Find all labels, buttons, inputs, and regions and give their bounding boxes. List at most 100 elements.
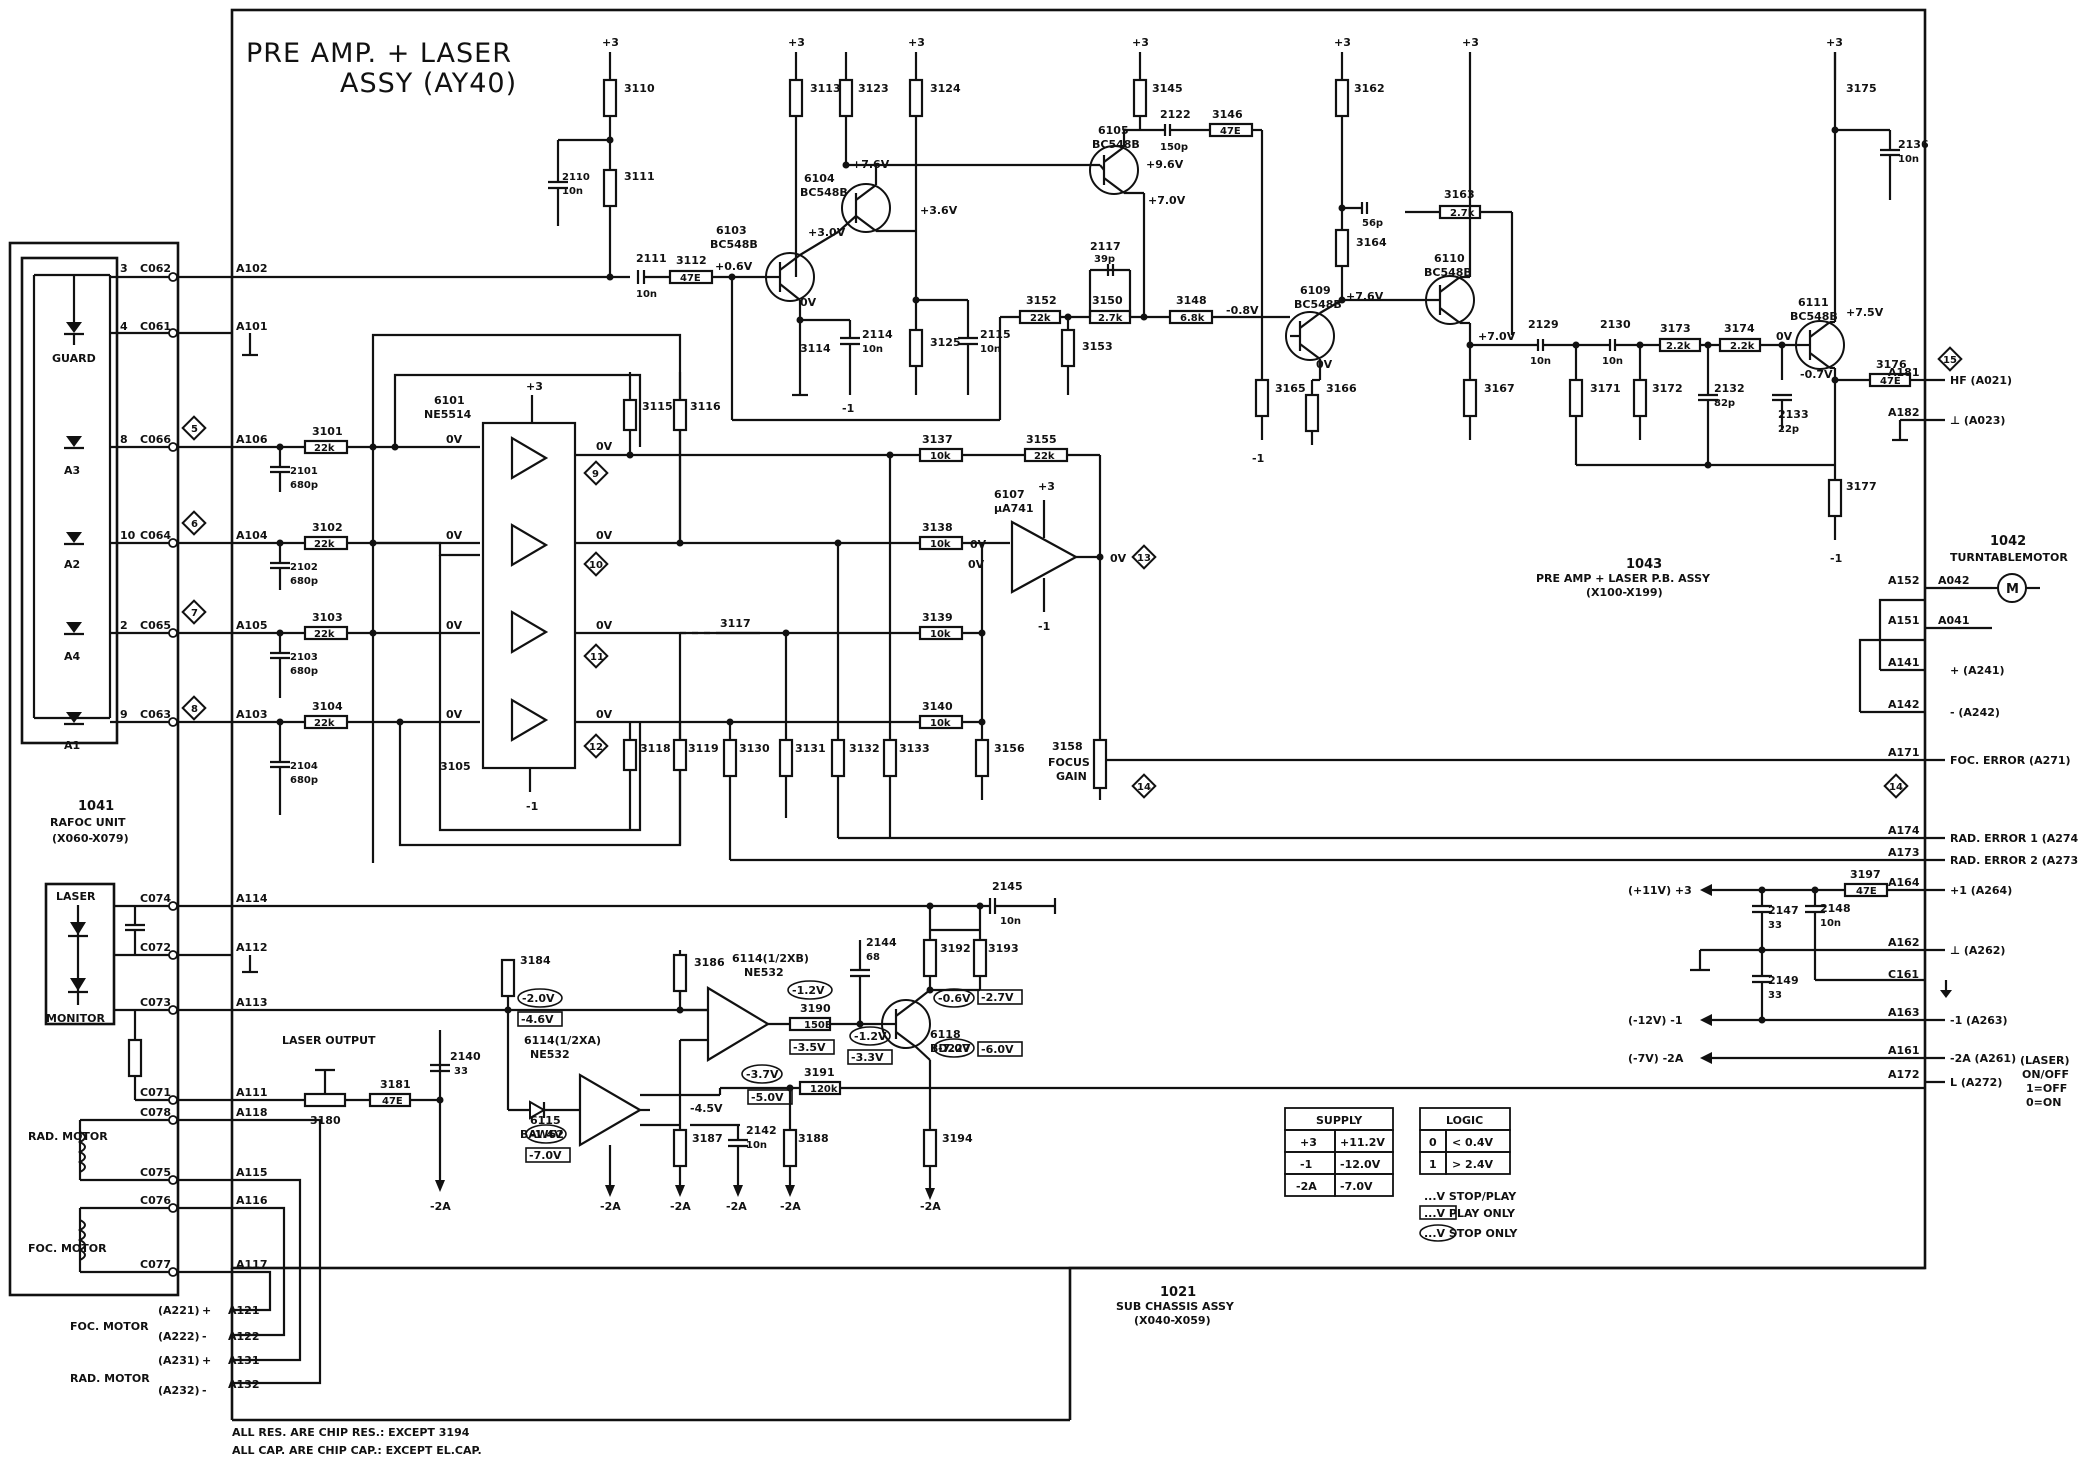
photodiode-a4-label: A4	[64, 650, 81, 663]
svg-text:1043: 1043	[1626, 557, 1662, 572]
svg-text:A112: A112	[236, 941, 267, 954]
pin-a3: 8	[120, 433, 128, 446]
svg-text:22k: 22k	[314, 539, 335, 550]
svg-text:3181: 3181	[380, 1078, 411, 1091]
svg-text:2136: 2136	[1898, 138, 1929, 151]
svg-text:22k: 22k	[1034, 451, 1055, 462]
svg-text:3112: 3112	[676, 254, 707, 267]
svg-text:BC548B: BC548B	[1424, 266, 1472, 279]
svg-text:-2.7V: -2.7V	[981, 991, 1014, 1004]
svg-text:3156: 3156	[994, 742, 1025, 755]
svg-text:(-7V) -2A: (-7V) -2A	[1628, 1052, 1684, 1065]
svg-text:13: 13	[1137, 553, 1151, 564]
svg-text:7: 7	[191, 608, 198, 619]
svg-text:0V: 0V	[1316, 358, 1333, 371]
svg-text:BC548B: BC548B	[1294, 298, 1342, 311]
svg-text:+11.2V: +11.2V	[1340, 1136, 1385, 1149]
bottom-io-labels: FOC. MOTOR (A221) + A121 (A222) - A122 R…	[70, 1304, 259, 1397]
svg-text:(A231): (A231)	[158, 1354, 200, 1367]
svg-text:-2A: -2A	[600, 1200, 621, 1213]
svg-text:3123: 3123	[858, 82, 889, 95]
pin-guard: 4	[120, 320, 128, 333]
svg-text:RAD. ERROR 1 (A274): RAD. ERROR 1 (A274)	[1950, 832, 2079, 845]
photodiode-guard	[64, 275, 84, 345]
svg-text:TURNTABLEMOTOR: TURNTABLEMOTOR	[1950, 551, 2068, 564]
svg-text:10n: 10n	[980, 344, 1001, 355]
photodiode-a1	[64, 712, 84, 726]
svg-text:A131: A131	[228, 1354, 259, 1367]
svg-text:C074: C074	[140, 892, 171, 905]
svg-text:+0.6V: +0.6V	[715, 260, 753, 273]
pin-a2: 10	[120, 529, 136, 542]
svg-text:+3: +3	[1038, 480, 1055, 493]
svg-text:9: 9	[592, 469, 599, 480]
svg-text:6104: 6104	[804, 172, 835, 185]
svg-text:-1.2V: -1.2V	[854, 1030, 887, 1043]
svg-text:A162: A162	[1888, 936, 1919, 949]
svg-text:⊥ (A023): ⊥ (A023)	[1950, 414, 2005, 427]
svg-text:56p: 56p	[1362, 218, 1383, 229]
svg-text:47E: 47E	[1220, 126, 1241, 137]
connector-terminals	[168, 272, 178, 727]
svg-text:-2A: -2A	[726, 1200, 747, 1213]
svg-text:A114: A114	[236, 892, 268, 905]
svg-text:3197: 3197	[1850, 868, 1881, 881]
svg-text:3192: 3192	[940, 942, 971, 955]
svg-text:3116: 3116	[690, 400, 721, 413]
footnote-capacitors: ALL CAP. ARE CHIP CAP.: EXCEPT EL.CAP.	[232, 1444, 482, 1457]
svg-text:(A222): (A222)	[158, 1330, 200, 1343]
svg-text:3176: 3176	[1876, 358, 1907, 371]
svg-text:3187: 3187	[692, 1132, 723, 1145]
svg-text:6110: 6110	[1434, 252, 1465, 265]
svg-text:MONITOR: MONITOR	[46, 1012, 105, 1025]
svg-text:6111: 6111	[1798, 296, 1829, 309]
svg-text:0V: 0V	[970, 538, 987, 551]
svg-text:1042: 1042	[1990, 534, 2026, 549]
pad-a1: A103	[236, 708, 267, 721]
svg-text:-1: -1	[526, 800, 538, 813]
svg-text:+7.0V: +7.0V	[1478, 330, 1516, 343]
svg-text:2147: 2147	[1768, 904, 1799, 917]
svg-text:HF (A021): HF (A021)	[1950, 374, 2012, 387]
svg-text:M: M	[2006, 582, 2019, 597]
svg-text:6114(1/2XA): 6114(1/2XA)	[524, 1034, 601, 1047]
svg-text:2145: 2145	[992, 880, 1023, 893]
svg-text:LASER OUTPUT: LASER OUTPUT	[282, 1034, 376, 1047]
svg-text:3148: 3148	[1176, 294, 1207, 307]
svg-text:NE532: NE532	[744, 966, 784, 979]
logic-table	[1419, 1107, 1511, 1175]
svg-text:(+11V) +3: (+11V) +3	[1628, 884, 1692, 897]
svg-text:3186: 3186	[694, 956, 725, 969]
svg-text:A174: A174	[1888, 824, 1920, 837]
svg-text:A122: A122	[228, 1330, 259, 1343]
connector-top: C062	[140, 262, 171, 275]
svg-text:A181: A181	[1888, 366, 1919, 379]
svg-text:(-12V) -1: (-12V) -1	[1628, 1014, 1683, 1027]
svg-text:6103: 6103	[716, 224, 747, 237]
svg-text:10n: 10n	[562, 186, 583, 197]
input-wires	[110, 275, 232, 724]
svg-text:12: 12	[589, 742, 603, 753]
svg-text:3125: 3125	[930, 336, 961, 349]
svg-text:2144: 2144	[866, 936, 897, 949]
svg-text:3163: 3163	[1444, 188, 1475, 201]
svg-text:3190: 3190	[800, 1002, 831, 1015]
svg-text:0=ON: 0=ON	[2026, 1096, 2061, 1109]
svg-text:47E: 47E	[1880, 376, 1901, 387]
svg-text:+3: +3	[602, 36, 619, 49]
photodiode-a4	[64, 622, 84, 636]
svg-text:6114(1/2XB): 6114(1/2XB)	[732, 952, 809, 965]
svg-text:82p: 82p	[1714, 398, 1735, 409]
svg-text:2111: 2111	[636, 252, 667, 265]
svg-text:A171: A171	[1888, 746, 1919, 759]
svg-text:3138: 3138	[922, 521, 953, 534]
svg-text:+3: +3	[1334, 36, 1351, 49]
svg-text:33: 33	[1768, 920, 1782, 931]
svg-text:- (A242): - (A242)	[1950, 706, 2000, 719]
svg-text:10k: 10k	[930, 718, 951, 729]
photodiode-array	[32, 273, 112, 720]
svg-text:680p: 680p	[290, 775, 318, 786]
svg-text:A132: A132	[228, 1378, 259, 1391]
